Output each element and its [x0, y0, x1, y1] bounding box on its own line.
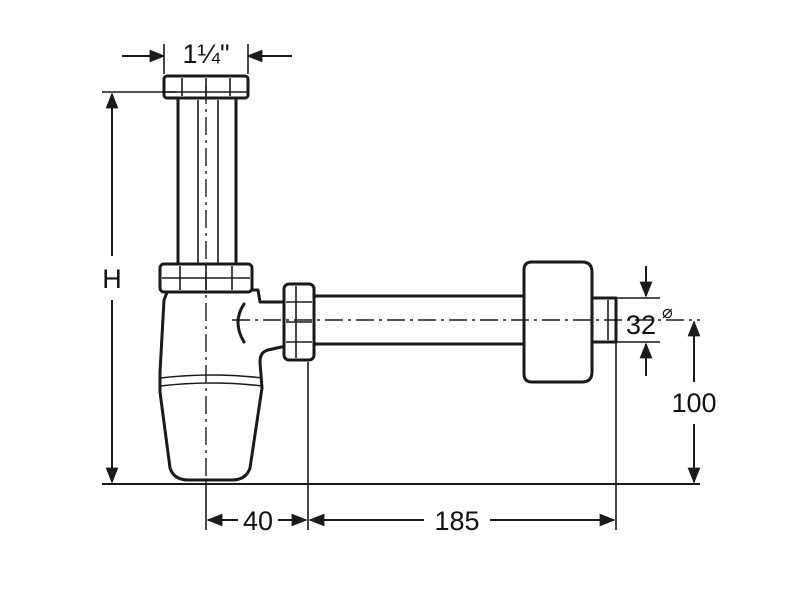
outlet-height-label: 100: [671, 388, 716, 418]
outlet-diameter-dimension: [616, 266, 660, 376]
outlet-diameter-label: 32: [626, 310, 656, 340]
trap-inner-bend: [236, 302, 246, 344]
wall-rosette: [522, 260, 594, 384]
wall-distance-label: 185: [434, 506, 479, 536]
trap-bottle-body: [158, 288, 288, 482]
horizontal-dimensions: [205, 342, 617, 530]
inlet-pipe: [176, 94, 238, 270]
inlet-size-label: 1¼": [182, 39, 229, 69]
height-label: H: [102, 264, 122, 294]
inlet-size-dimension: [122, 44, 292, 74]
outlet-nut: [282, 282, 316, 362]
height-dimension: [102, 91, 176, 484]
trap-offset-label: 40: [243, 506, 273, 536]
diameter-symbol: ⌀: [662, 302, 673, 322]
